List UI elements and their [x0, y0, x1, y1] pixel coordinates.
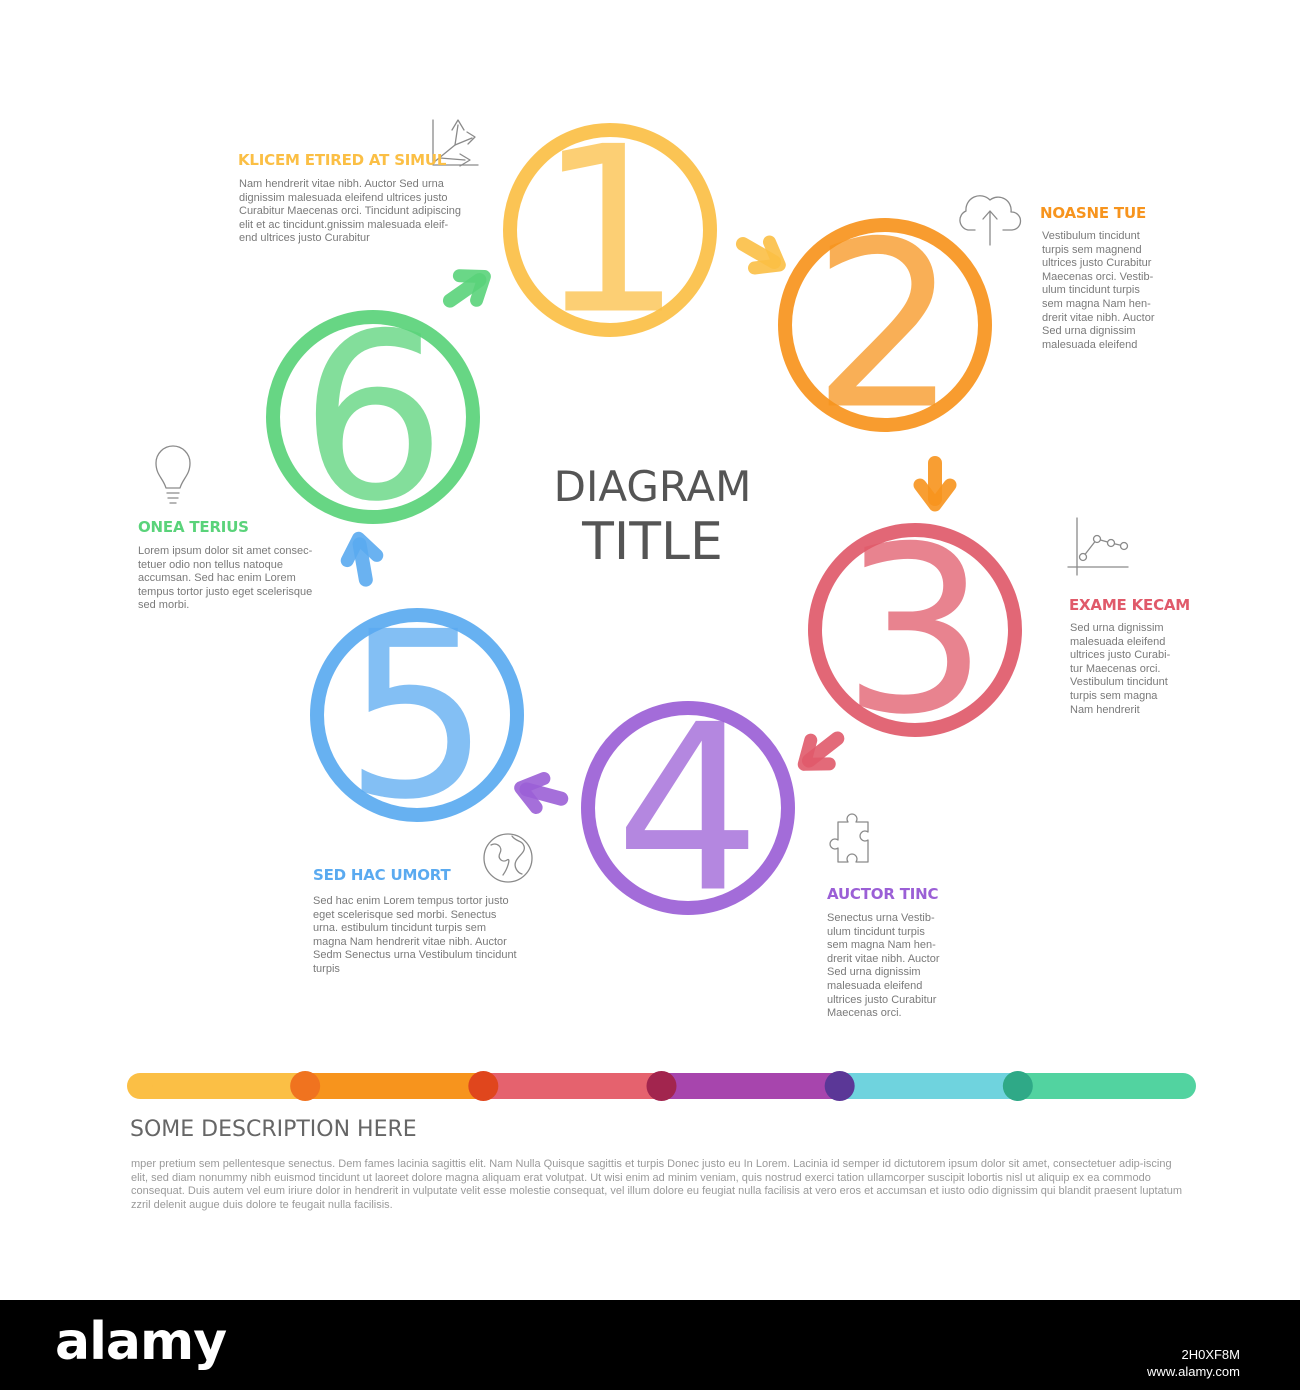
step-4-number: 4 — [615, 677, 761, 944]
timeline-bar — [125, 1071, 1198, 1101]
timeline-segment-2 — [305, 1073, 485, 1099]
watermark-site: www.alamy.com — [1147, 1364, 1240, 1379]
cycle-arrow-6 — [340, 531, 384, 587]
watermark-band — [0, 1300, 1300, 1390]
step-5-number: 5 — [344, 584, 490, 851]
timeline-joint-5 — [1002, 1071, 1033, 1101]
cycle-arrow-5 — [514, 772, 569, 814]
timeline-segment-3 — [483, 1073, 663, 1099]
arrows-split-icon — [432, 119, 479, 167]
watermark-image-id: 2H0XF8M — [1181, 1347, 1240, 1362]
step-3-text: Sed urna dignissim malesuada eleifend ul… — [1070, 622, 1171, 716]
step-2-title: NOASNE TUE — [1040, 204, 1146, 222]
cycle-diagram: 1 2 3 4 5 6 — [125, 99, 1198, 1101]
step-2-text: Vestibulum tincidunt turpis sem magnend … — [1042, 230, 1155, 351]
step-4-title: AUCTOR TINC — [827, 885, 939, 903]
timeline-segment-4 — [661, 1073, 841, 1099]
step-1-number: 1 — [537, 99, 683, 366]
cycle-arrow-2 — [735, 235, 786, 275]
step-6-text: Lorem ipsum dolor sit amet consec- tetue… — [138, 545, 313, 612]
step-5-circle: 5 — [310, 584, 524, 851]
timeline-joint-4 — [824, 1071, 855, 1101]
puzzle-icon — [829, 813, 869, 863]
timeline-segment-6 — [1017, 1073, 1197, 1099]
lightbulb-icon — [155, 445, 191, 504]
timeline-joint-1 — [290, 1071, 321, 1101]
timeline-joint-2 — [468, 1071, 499, 1101]
step-3-circle: 3 — [808, 499, 1022, 766]
timeline-segment-5 — [839, 1073, 1019, 1099]
step-6-title: ONEA TERIUS — [138, 518, 249, 536]
step-1-title: KLICEM ETIRED AT SIMUL — [238, 151, 447, 169]
timeline-joint-3 — [646, 1071, 677, 1101]
step-5-title: SED HAC UMORT — [313, 866, 451, 884]
step-6-circle: 6 — [266, 286, 480, 553]
cycle-arrow-3 — [913, 456, 957, 512]
step-1-circle: 1 — [503, 99, 717, 366]
cloud-upload-icon — [959, 195, 1022, 246]
watermark-id: 2H0XF8M www.alamy.com — [1147, 1346, 1240, 1380]
step-2-circle: 2 — [778, 194, 992, 461]
step-5-text: Sed hac enim Lorem tempus tortor justo e… — [313, 895, 517, 975]
diagram-title-line-1: DIAGRAM — [553, 462, 752, 511]
step-2-number: 2 — [812, 194, 958, 461]
step-6-number: 6 — [300, 286, 446, 553]
timeline-end-cap — [1170, 1073, 1196, 1099]
step-3-number: 3 — [842, 499, 988, 766]
step-4-text: Senectus urna Vestib- ulum tincidunt tur… — [827, 912, 940, 1020]
timeline-segment-1 — [127, 1073, 307, 1099]
step-4-circle: 4 — [581, 677, 795, 944]
diagram-title-line-2: TITLE — [582, 512, 723, 572]
description-heading: SOME DESCRIPTION HERE — [130, 1117, 417, 1142]
cycle-arrow-4 — [797, 731, 845, 771]
timeline-start-cap — [127, 1073, 153, 1099]
watermark-logo: alamy — [55, 1312, 227, 1372]
description-text: mper pretium sem pellentesque senectus. … — [131, 1158, 1183, 1211]
step-1-text: Nam hendrerit vitae nibh. Auctor Sed urn… — [239, 178, 461, 245]
cycle-arrows — [340, 235, 957, 814]
globe-icon — [483, 833, 533, 883]
cycle-arrow-1 — [442, 269, 491, 308]
line-chart-icon — [1067, 517, 1129, 576]
step-3-title: EXAME KECAM — [1069, 596, 1191, 614]
